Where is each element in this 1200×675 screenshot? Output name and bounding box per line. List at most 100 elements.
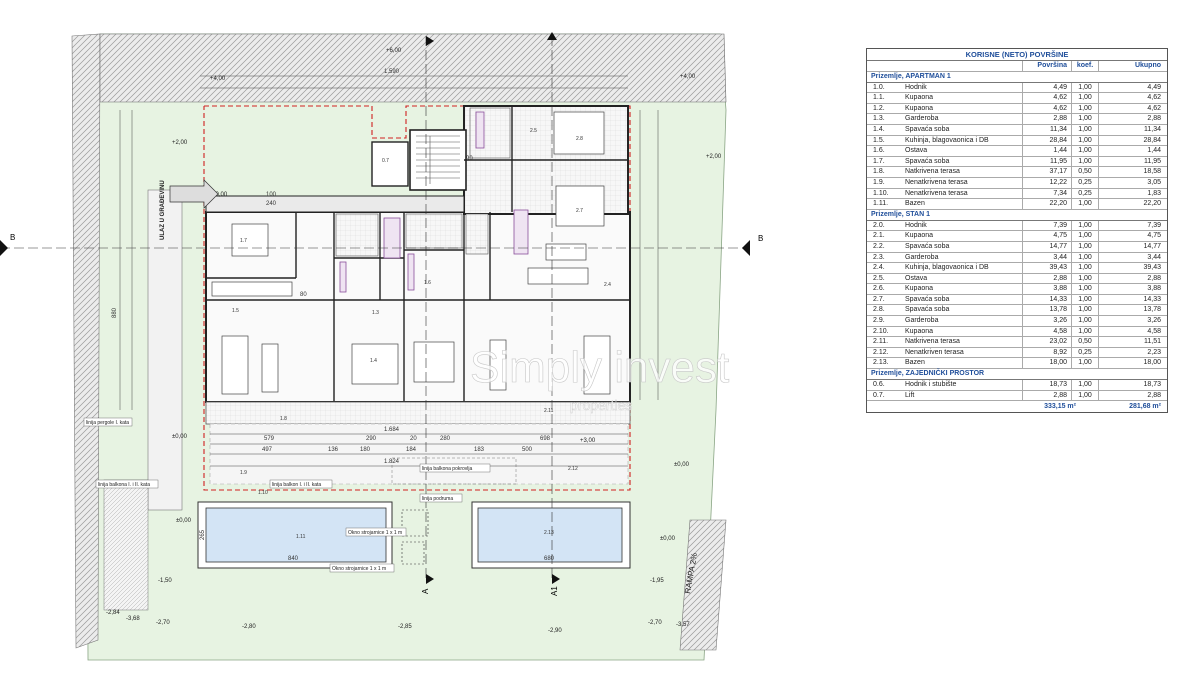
table-cell-area: 2,88 <box>1023 273 1072 284</box>
svg-text:±0,00: ±0,00 <box>176 518 192 524</box>
table-cell-coef: 1,00 <box>1072 241 1099 252</box>
table-header: Površina koef. Ukupno <box>867 61 1167 72</box>
table-cell-area: 3,26 <box>1023 316 1072 326</box>
table-cell-coef: 1,00 <box>1072 326 1099 337</box>
svg-text:290: 290 <box>366 436 377 442</box>
watermark: Simply invest <box>470 343 729 392</box>
table-cell-total: 4,62 <box>1147 104 1161 112</box>
svg-text:579: 579 <box>264 436 275 442</box>
table-cell-no: 2.13. <box>873 359 889 367</box>
table-cell-total: 3,26 <box>1147 317 1161 325</box>
table-cell-area: 3,88 <box>1023 284 1072 294</box>
svg-text:+0,00: +0,00 <box>212 192 228 198</box>
svg-text:1.824: 1.824 <box>384 459 400 465</box>
svg-text:-2,90: -2,90 <box>548 628 562 634</box>
table-cell-no: 1.2. <box>873 104 885 112</box>
section-arrow-a1-bottom <box>552 574 560 584</box>
table-cell-name: Lift <box>903 390 1023 401</box>
table-cell-no: 2.8. <box>873 306 885 314</box>
table-cell-no: 0.6. <box>873 381 885 389</box>
svg-text:+3,00: +3,00 <box>580 438 596 444</box>
table-cell-no: 1.4. <box>873 125 885 133</box>
table-cell-total: 18,73 <box>1143 381 1161 389</box>
bathroom-2 <box>405 213 463 249</box>
svg-text:2.7: 2.7 <box>576 208 583 214</box>
table-cell-area: 4,49 <box>1023 82 1072 93</box>
table-cell-total: 18,00 <box>1143 359 1161 367</box>
table-cell-area: 23,02 <box>1023 337 1072 347</box>
table-cell-total: 2,88 <box>1147 391 1161 399</box>
table-cell-area: 2,88 <box>1023 390 1072 401</box>
svg-text:1.7: 1.7 <box>240 238 247 244</box>
svg-text:linija pergole I. kata: linija pergole I. kata <box>86 420 129 426</box>
svg-text:±0,00: ±0,00 <box>674 462 690 468</box>
svg-text:±0,00: ±0,00 <box>172 434 188 440</box>
table-cell-total: 3,88 <box>1147 285 1161 293</box>
table-cell-total: 4,58 <box>1147 327 1161 335</box>
svg-text:500: 500 <box>522 447 533 453</box>
table-cell-coef: 1,00 <box>1072 316 1099 326</box>
room-tags: 1.7 1.4 1.5 1.3 1.6 0.7 2.5 2.8 2.7 2.4 … <box>232 128 611 540</box>
table-cell-name: Garderoba <box>903 114 1023 124</box>
svg-text:linija balkona pokrovlja: linija balkona pokrovlja <box>422 466 473 472</box>
table-cell-total: 4,49 <box>1147 83 1161 91</box>
table-cell-total: 4,62 <box>1147 94 1161 102</box>
table-cell-name: Ostava <box>903 273 1023 284</box>
table-cell-area: 1,44 <box>1023 146 1072 156</box>
table-cell-name: Spavaća soba <box>903 124 1023 135</box>
svg-text:136: 136 <box>328 447 339 453</box>
svg-text:180: 180 <box>360 447 371 453</box>
svg-text:0.7: 0.7 <box>382 158 389 164</box>
interior-walls <box>206 106 630 402</box>
svg-text:-2,70: -2,70 <box>156 620 170 626</box>
section-label-b-left: B <box>10 233 15 242</box>
floor-plan: B B A A1 1.590 579 290 20 280 698 497 13… <box>0 32 763 661</box>
svg-text:1.5: 1.5 <box>232 308 239 314</box>
table-cell-total: 2,88 <box>1147 274 1161 282</box>
table-cell-name: Kuhinja, blagovaonica i DB <box>903 263 1023 273</box>
svg-text:2.4: 2.4 <box>604 282 611 288</box>
table-cell-area: 8,92 <box>1023 347 1072 358</box>
svg-text:-1,95: -1,95 <box>650 578 664 584</box>
table-cell-coef: 0,25 <box>1072 347 1099 358</box>
table-cell-area: 3,44 <box>1023 252 1072 263</box>
table-cell-no: 2.5. <box>873 274 885 282</box>
svg-text:Okno strojarnice 1 x 1 m: Okno strojarnice 1 x 1 m <box>348 530 402 536</box>
svg-text:1.684: 1.684 <box>384 427 400 433</box>
table-cell-no: 2.4. <box>873 264 885 272</box>
table-cell-coef: 1,00 <box>1072 231 1099 241</box>
table-cell-area: 4,75 <box>1023 231 1072 241</box>
table-cell-name: Hodnik <box>903 220 1023 231</box>
table-cell-name: Garderoba <box>903 316 1023 326</box>
table-cell-area: 39,43 <box>1023 263 1072 273</box>
section-arrow-a-bottom <box>426 574 434 584</box>
table-cell-total: 3,44 <box>1147 253 1161 261</box>
table-cell-name: Kupaona <box>903 231 1023 241</box>
shaft-1 <box>401 509 429 537</box>
table-cell-coef: 1,00 <box>1072 135 1099 146</box>
table-cell-name: Nenatkrivena terasa <box>903 188 1023 199</box>
table-cell-no: 1.9. <box>873 178 885 186</box>
area-table: KORISNE (NETO) POVRŠINE Površina koef. U… <box>866 48 1168 414</box>
table-cell-coef: 1,00 <box>1072 273 1099 284</box>
table-cell-no: 1.8. <box>873 168 885 176</box>
table-cell-coef: 1,00 <box>1072 156 1099 167</box>
svg-text:265: 265 <box>200 529 206 540</box>
gravel-top <box>99 33 727 103</box>
table-cell-name: Spavaća soba <box>903 294 1023 305</box>
svg-text:2.12: 2.12 <box>568 466 578 472</box>
table-cell-coef: 1,00 <box>1072 146 1099 156</box>
table-cell-no: 1.5. <box>873 136 885 144</box>
table-cell-no: 1.11. <box>873 200 889 208</box>
terrace-covered <box>205 401 631 425</box>
